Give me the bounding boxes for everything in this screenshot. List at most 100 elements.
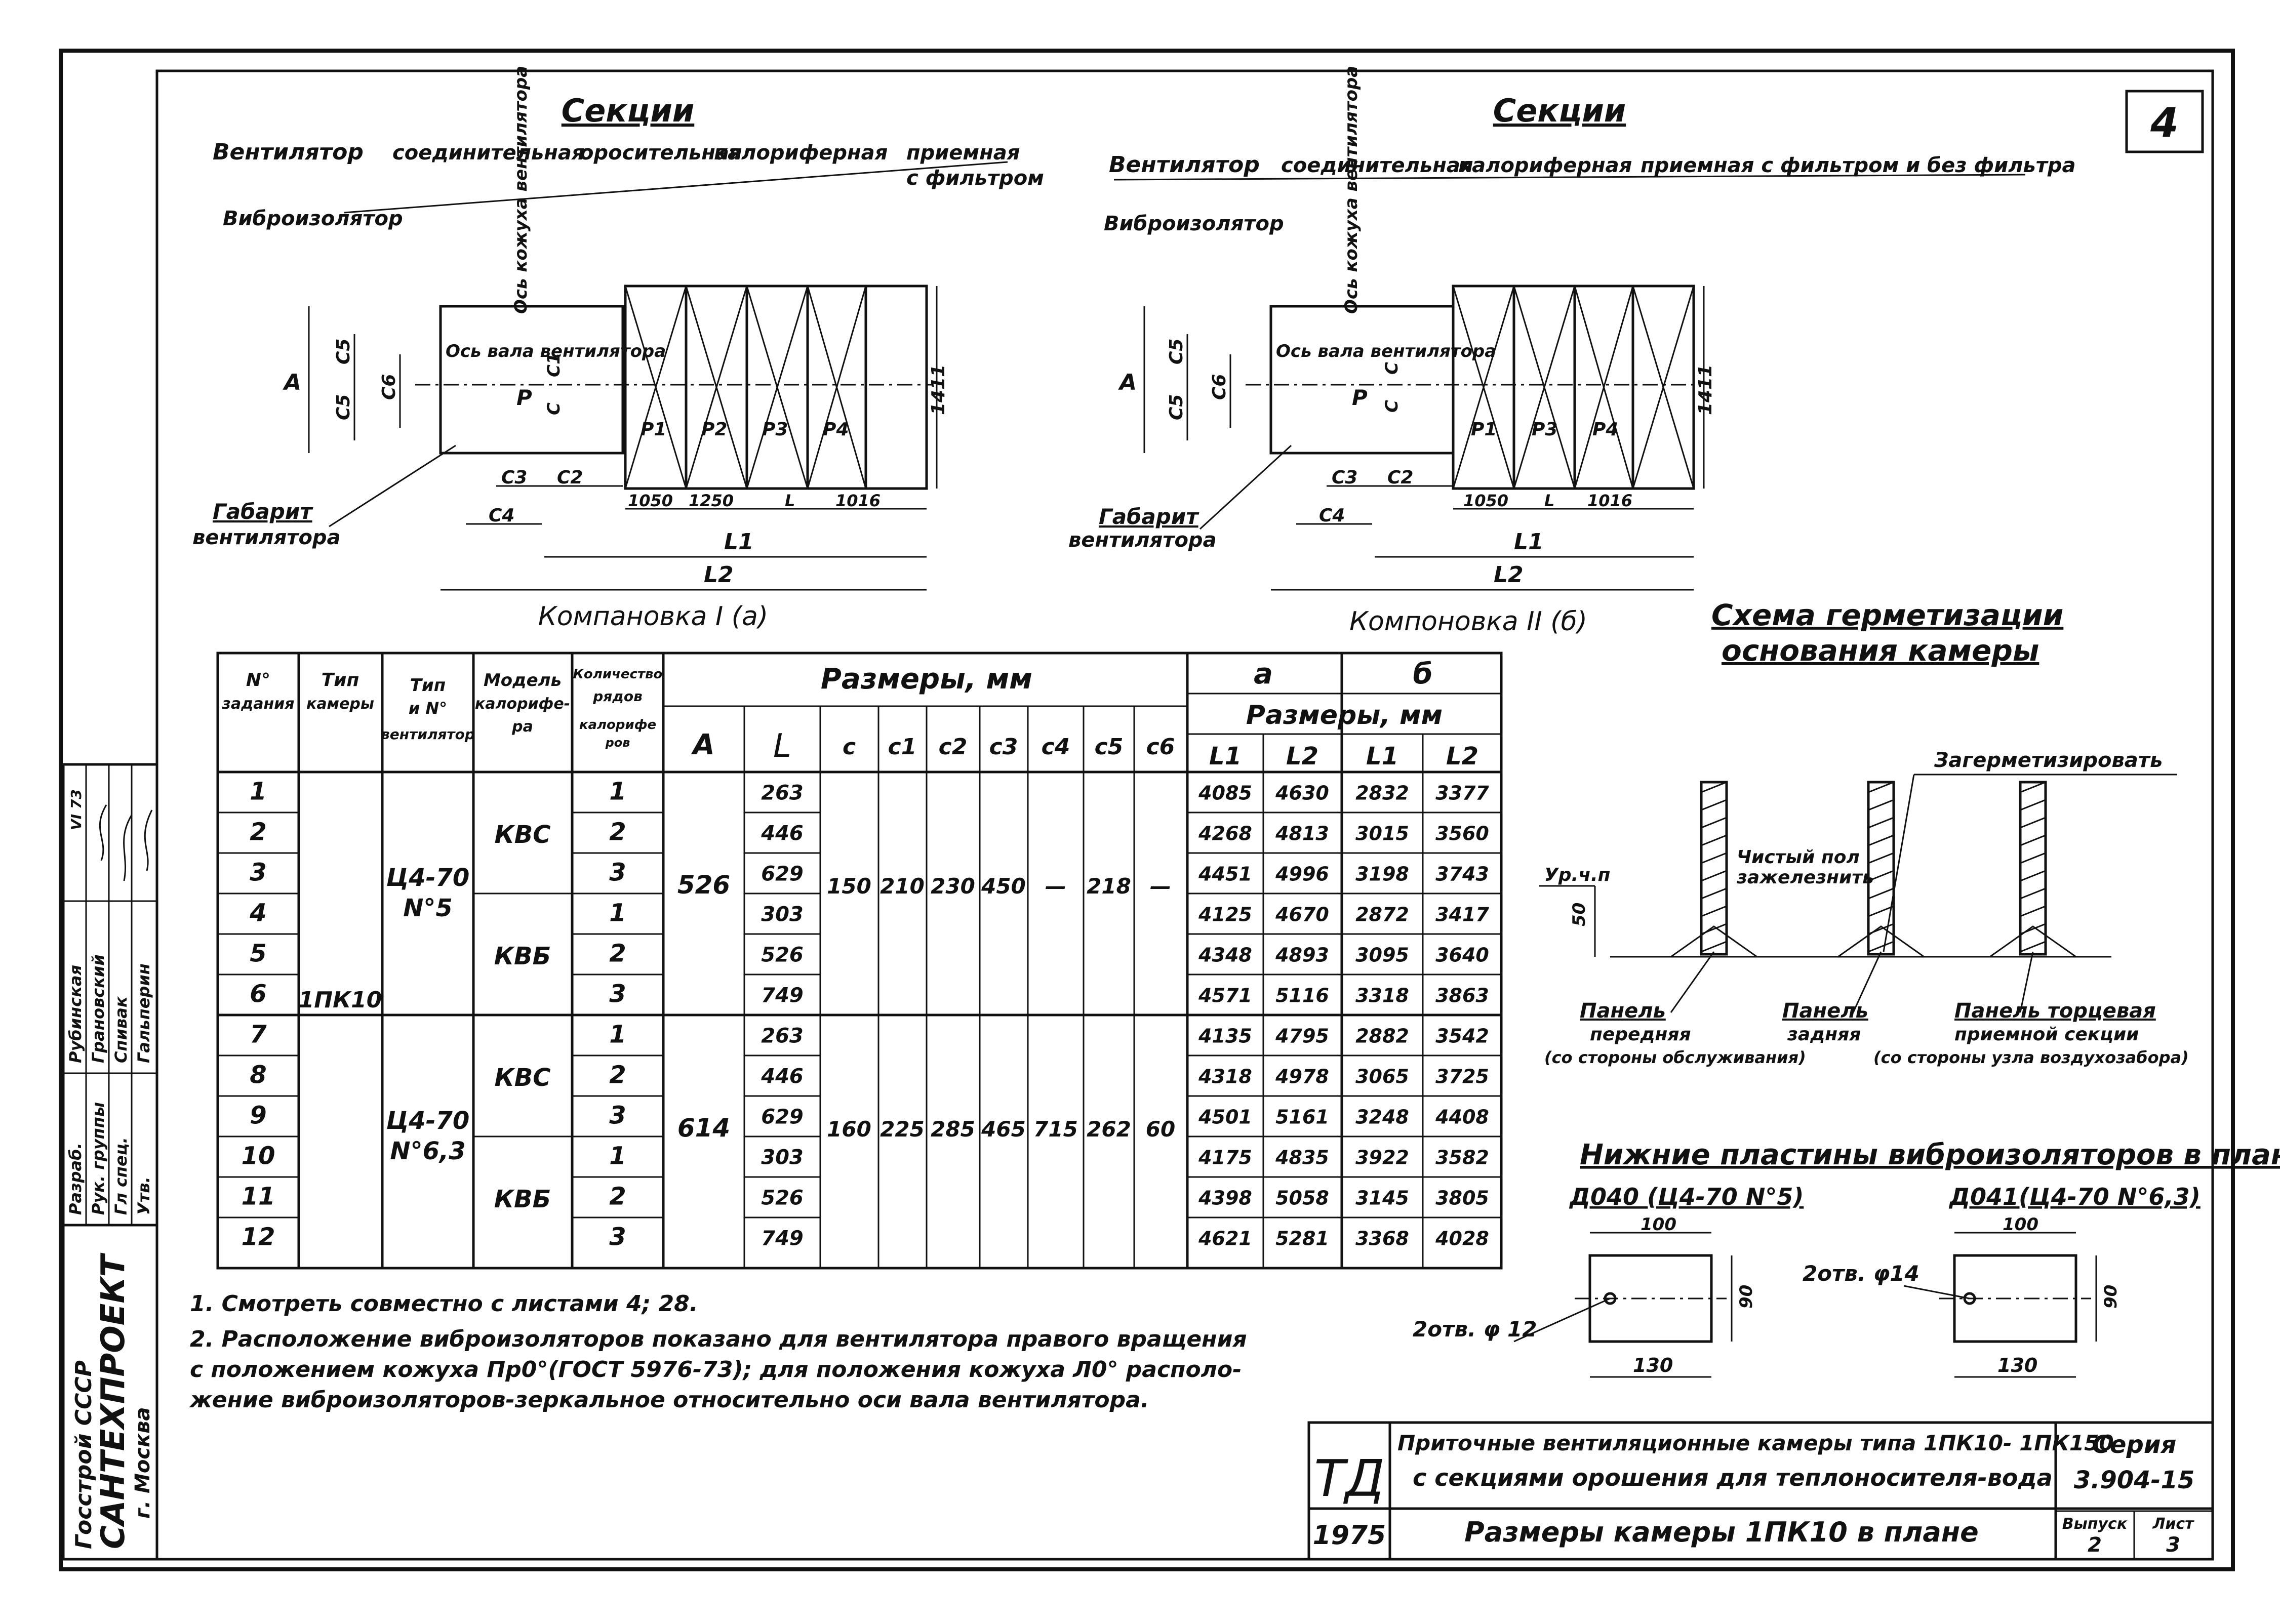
outer-frame (59, 49, 2235, 1571)
layout2-sections-title: Секции (1493, 92, 1626, 129)
layout2-c3: C3 (1332, 467, 1357, 488)
sealing-title-1: Схема герметизации (1711, 598, 2063, 632)
layout1-spray-label: оросительная (580, 141, 742, 165)
sheet-value: 3 (2166, 1533, 2180, 1557)
table-cell-L2b: 3743 (1435, 863, 1489, 885)
g1-c4: — (1045, 874, 1066, 899)
table-cell-L1a: 4571 (1198, 984, 1252, 1006)
plate-1-bottom-dim: 130 (1633, 1354, 1673, 1376)
table-cell-L1a: 4085 (1198, 782, 1252, 804)
stamp-role-1: Разраб. (66, 1143, 85, 1215)
table-cell-L1a: 4135 (1198, 1025, 1252, 1047)
end-panel-3: (со стороны узла воздухозабора) (1873, 1048, 2189, 1067)
model-kvs-2: КВС (494, 1064, 550, 1092)
table-cell-L2a: 4893 (1275, 944, 1329, 966)
g2-c3: 465 (981, 1117, 1026, 1142)
table-cell-L2a: 5281 (1275, 1227, 1329, 1249)
layout1-p1: P1 (641, 419, 666, 440)
stamp-name-1: Рубинская (66, 965, 85, 1063)
td-mark: ТД (1314, 1449, 1384, 1508)
table-cell-L: 446 (761, 822, 804, 845)
th-L2b: L2 (1446, 742, 1478, 770)
layout1-p: P (516, 385, 532, 410)
th-sizes-2: Размеры, мм (1246, 700, 1443, 730)
table-cell-L2a: 4835 (1275, 1146, 1329, 1168)
th-model-2: калорифе- (475, 695, 570, 713)
sheet-label: Лист (2152, 1515, 2194, 1533)
th-fan-2: и N° (409, 699, 447, 718)
g2-c5: 262 (1087, 1117, 1131, 1142)
table-cell-n: 3 (609, 1101, 626, 1129)
plate-1-title: Д040 (Ц4-70 N°5) (1569, 1183, 1804, 1210)
signatures (99, 804, 153, 881)
title-block: ТД 1975 Приточные вентиляционные камеры … (1307, 1421, 2214, 1561)
note-2: 2. Расположение виброизоляторов показано… (190, 1326, 1247, 1352)
th-no-2: задания (221, 695, 294, 713)
floor-label-2: зажелезнить (1736, 867, 1874, 888)
table-cell-no: 6 (250, 980, 266, 1008)
th-rows-3: калорифе (579, 717, 656, 733)
g1-c5: 218 (1087, 874, 1131, 899)
g2-c4: 715 (1033, 1117, 1078, 1142)
g2-c1: 225 (880, 1117, 925, 1142)
layout1-casing-axis-label: Ось кожуха вентилятора (511, 66, 531, 314)
table-cell-n: 3 (609, 858, 626, 886)
table-cell-L1a: 4175 (1198, 1146, 1252, 1168)
th-L1b: L1 (1366, 742, 1398, 770)
fan-2-type: Ц4-70 (386, 1107, 470, 1135)
model-kvb-2: КВБ (494, 1185, 551, 1213)
table-cell-L1b: 3065 (1355, 1065, 1409, 1087)
layout1-shaft-axis: Ось вала вентилятора (446, 341, 666, 361)
th-sizes: Размеры, мм (821, 663, 1032, 696)
table-cell-L1b: 3318 (1355, 984, 1409, 1006)
th-rows-4: ров (605, 736, 630, 750)
rear-panel-2: задняя (1787, 1024, 1861, 1045)
plate-1-top-dim: 100 (1641, 1214, 1676, 1235)
plate-1-side-dim: 90 (1736, 1285, 1756, 1309)
table-cell-L2b: 3863 (1435, 984, 1489, 1006)
th-c2: c2 (939, 734, 968, 760)
table-cell-n: 3 (609, 980, 626, 1008)
table-cell-n: 2 (609, 1182, 626, 1210)
table-cell-L1b: 3922 (1355, 1146, 1409, 1168)
layout1-c4: C4 (489, 505, 514, 526)
table-cell-L1b: 3198 (1355, 863, 1409, 885)
table-cell-L2b: 3725 (1435, 1065, 1489, 1087)
plate-2-hole: 2отв. φ14 (1803, 1261, 1919, 1286)
issue-value: 2 (2088, 1533, 2102, 1557)
table-cell-L2a: 4978 (1275, 1065, 1329, 1087)
table-cell-n: 1 (609, 899, 626, 927)
table-cell-L1b: 3015 (1355, 822, 1409, 844)
layout2-caption: Компоновка II (б) (1349, 606, 1587, 637)
sheet-number-box: 4 (2125, 90, 2204, 153)
layout2-isolator-label: Виброизолятор (1104, 212, 1284, 235)
sheet-number: 4 (2150, 99, 2179, 146)
g1-c6: — (1150, 874, 1171, 899)
table-cell-L2b: 3560 (1435, 822, 1489, 844)
plate-2-bottom-dim: 130 (1997, 1354, 2037, 1376)
layout1-fan-label: Вентилятор (213, 139, 364, 165)
layout1-dim-1016: 1016 (835, 491, 881, 510)
layout1-p4: P4 (823, 419, 849, 440)
table-cell-L2a: 4630 (1275, 782, 1329, 804)
sealing-title-2: основания камеры (1722, 633, 2039, 668)
table-cell-L: 629 (761, 862, 804, 885)
camera-type: 1ПК10 (299, 987, 382, 1013)
table-cell-n: 2 (609, 939, 626, 967)
layout2-intake-label: приемная с фильтром и без фильтра (1641, 154, 2076, 177)
th-rows-1: Количество (573, 667, 663, 682)
layout1-c1: C1 (544, 352, 564, 377)
table-cell-L1a: 4318 (1198, 1065, 1252, 1087)
front-panel-2: передняя (1590, 1024, 1691, 1045)
layout2-heater-label: калориферная (1458, 154, 1632, 177)
layout1-c6: C6 (379, 374, 399, 400)
table-cell-L: 526 (761, 943, 804, 966)
layout2-connecting-label: соединительная (1281, 154, 1473, 177)
table-cell-L: 263 (761, 781, 804, 804)
layout2-A: A (1118, 370, 1137, 395)
table-cell-L2b: 3582 (1435, 1146, 1489, 1168)
table-cell-no: 4 (249, 899, 266, 927)
table-cell-no: 8 (250, 1061, 266, 1089)
table-cell-L1b: 2872 (1355, 903, 1409, 925)
